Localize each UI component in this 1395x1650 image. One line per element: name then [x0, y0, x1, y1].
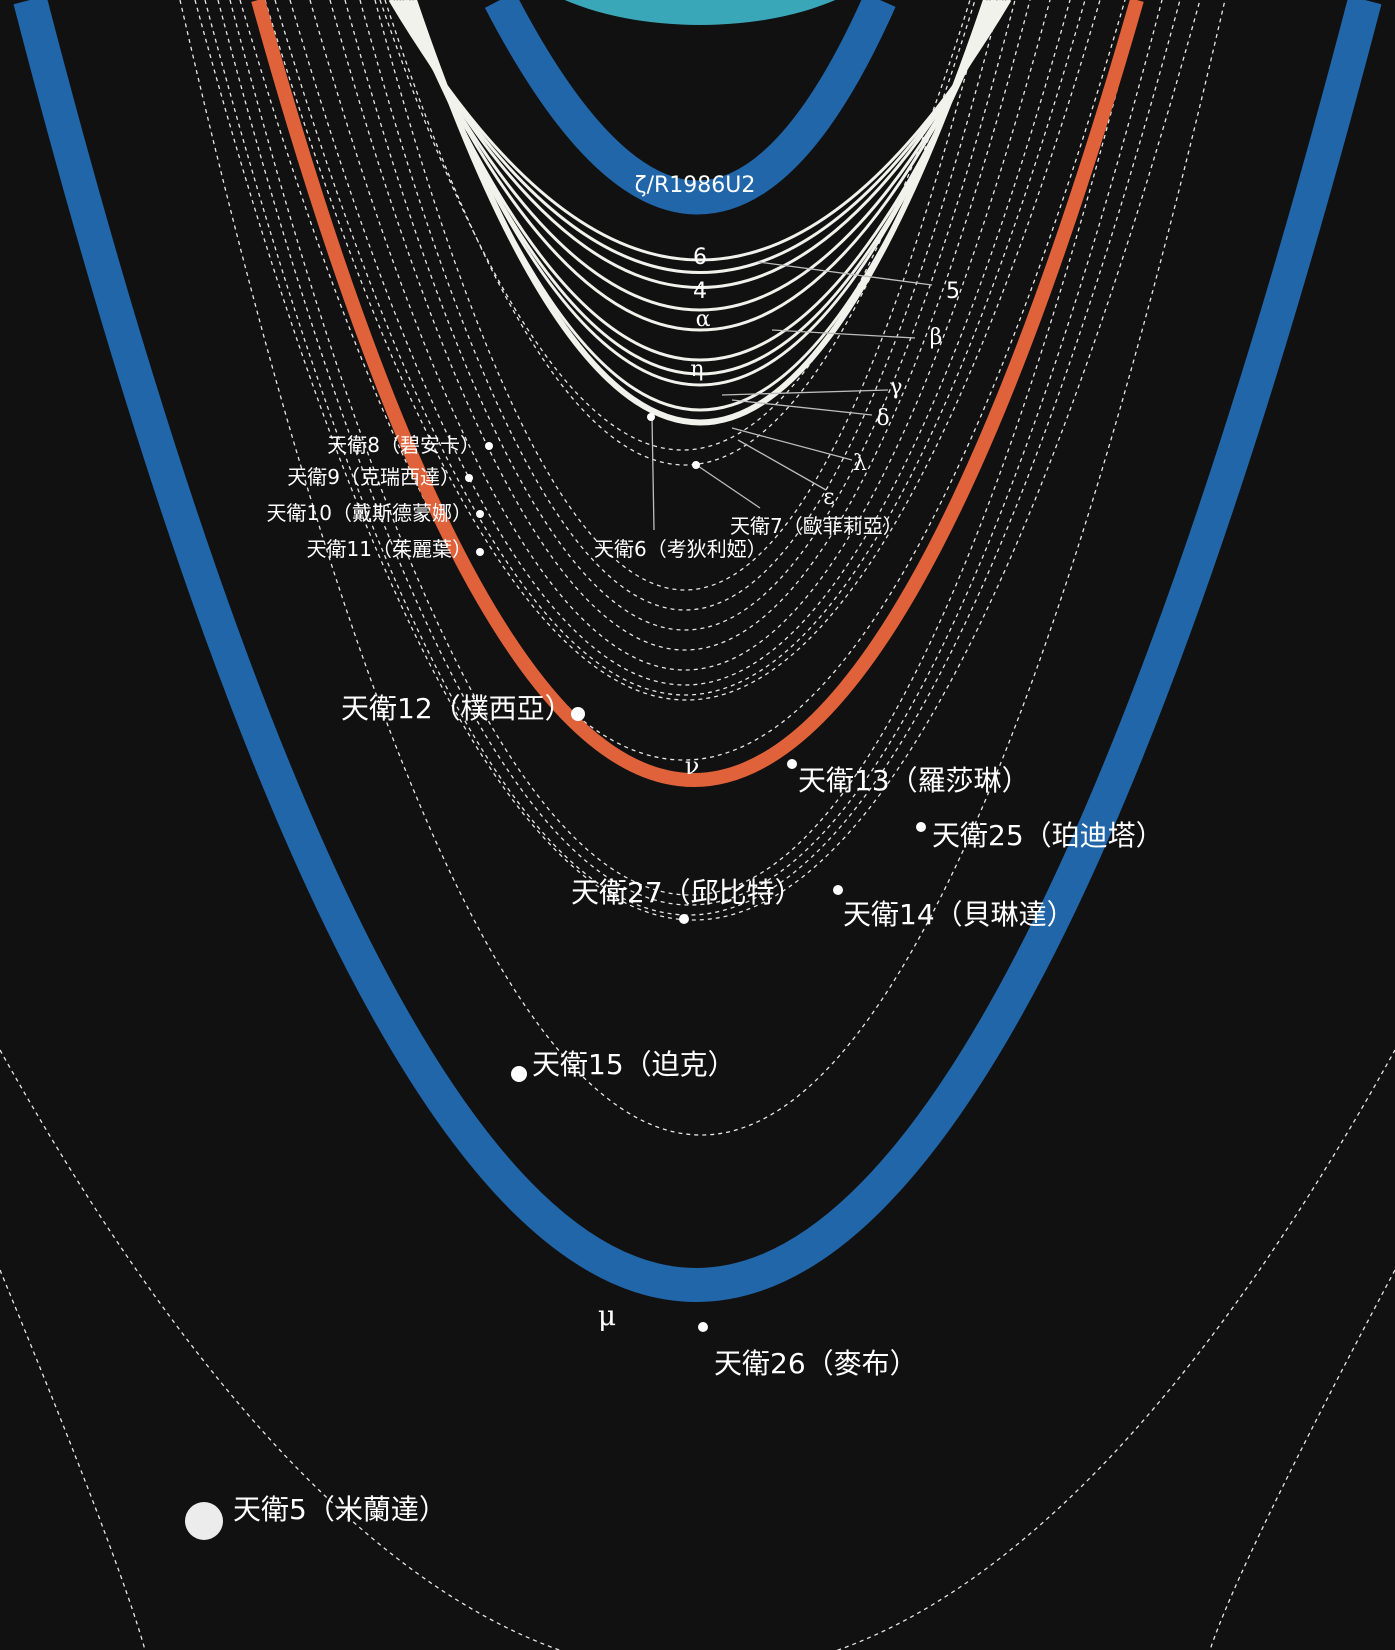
ring-label-4: 4	[693, 279, 707, 304]
orbit-inner-3	[359, 0, 1001, 611]
zeta-ring	[484, 0, 896, 215]
moon-label-belinda: 天衛14（貝琳達）	[843, 898, 1075, 931]
orbit-outer-left	[0, 1269, 146, 1650]
ring-label-alpha: α	[696, 307, 711, 332]
uranus-planet	[564, 0, 836, 25]
moon-dot-cressida	[465, 474, 473, 482]
moon-label-desdemona: 天衛10（戴斯德蒙娜）	[267, 501, 472, 525]
moon-dot-cordelia	[647, 413, 655, 421]
moon-label-perdita: 天衛25（珀迪塔）	[932, 819, 1164, 852]
moon-label-mab: 天衛26（麥布）	[714, 1347, 918, 1380]
ring-alpha	[396, 0, 1004, 312]
moon-label-ophelia: 天衛7（歐菲莉亞）	[730, 514, 903, 538]
orbit-juliet	[264, 0, 1101, 701]
moon-dot-miranda	[185, 1502, 223, 1540]
ring-label-delta: δ	[876, 406, 889, 431]
nu-ring	[251, 0, 1144, 787]
ring-label-zeta: ζ/R1986U2	[635, 173, 756, 198]
orbit-belinda	[194, 0, 1201, 921]
ring-4	[393, 0, 1007, 289]
ring-label-6: 6	[693, 245, 707, 270]
ring-delta	[406, 0, 994, 387]
moon-dot-puck	[511, 1066, 527, 1082]
moon-dot-belinda	[833, 885, 843, 895]
moon-label-cressida: 天衛9（克瑞西達）	[287, 465, 460, 489]
ring-label-eta: η	[690, 357, 703, 382]
orbit-cupid	[204, 0, 1181, 916]
inner-rings	[388, 0, 1012, 426]
moon-dot-rosalind	[787, 759, 797, 769]
ring-leader-lines	[651, 261, 933, 531]
ring-label-gamma: γ	[889, 375, 902, 400]
orbit-inner-4	[374, 0, 986, 591]
moon-label-bianca: 天衛8（碧安卡）	[327, 433, 480, 457]
ring-label-nu: ν	[685, 752, 700, 780]
orbit-inner-1	[329, 0, 1031, 651]
ring-beta	[399, 0, 1001, 332]
moon-dot-mab	[698, 1322, 708, 1332]
ring-label-mu: μ	[598, 1299, 616, 1332]
orbit-portia	[239, 0, 1126, 761]
orbit-rosalind	[229, 0, 1141, 896]
ring-eta	[402, 0, 998, 362]
orbit-puck	[179, 0, 1226, 1136]
moon-dot-desdemona	[476, 510, 484, 518]
orbit-inner-2	[344, 0, 1016, 631]
ring-label-5: 5	[946, 279, 960, 304]
moon-dot-cupid	[679, 914, 689, 924]
moon-label-cordelia: 天衛6（考狄利婭）	[594, 537, 767, 561]
ring-5	[390, 0, 1010, 274]
moon-label-miranda: 天衛5（米蘭達）	[233, 1493, 447, 1526]
moon-label-puck: 天衛15（迫克）	[532, 1048, 736, 1081]
ring-label-lambda: λ	[853, 451, 867, 476]
moon-label-portia: 天衛12（樸西亞）	[341, 692, 573, 725]
ring-epsilon	[411, 0, 989, 426]
moon-dots	[185, 413, 926, 1540]
moon-dot-ophelia	[692, 461, 700, 469]
ring-label-beta: β	[930, 325, 943, 350]
ring-gamma	[404, 0, 996, 376]
moon-dot-portia	[571, 707, 585, 721]
moon-dot-juliet	[476, 548, 484, 556]
moon-dot-perdita	[916, 822, 926, 832]
ring-6	[388, 0, 1012, 262]
orbit-outer-right	[1209, 1269, 1395, 1650]
orbit-desdemona	[274, 0, 1086, 696]
moon-label-cupid: 天衛27（邱比特）	[571, 876, 803, 909]
moon-dot-bianca	[485, 442, 493, 450]
mu-ring	[13, 0, 1382, 1302]
ring-label-epsilon: ε	[823, 485, 834, 510]
moon-label-rosalind: 天衛13（羅莎琳）	[798, 764, 1030, 797]
moon-label-juliet: 天衛11（茱麗葉）	[307, 537, 472, 561]
